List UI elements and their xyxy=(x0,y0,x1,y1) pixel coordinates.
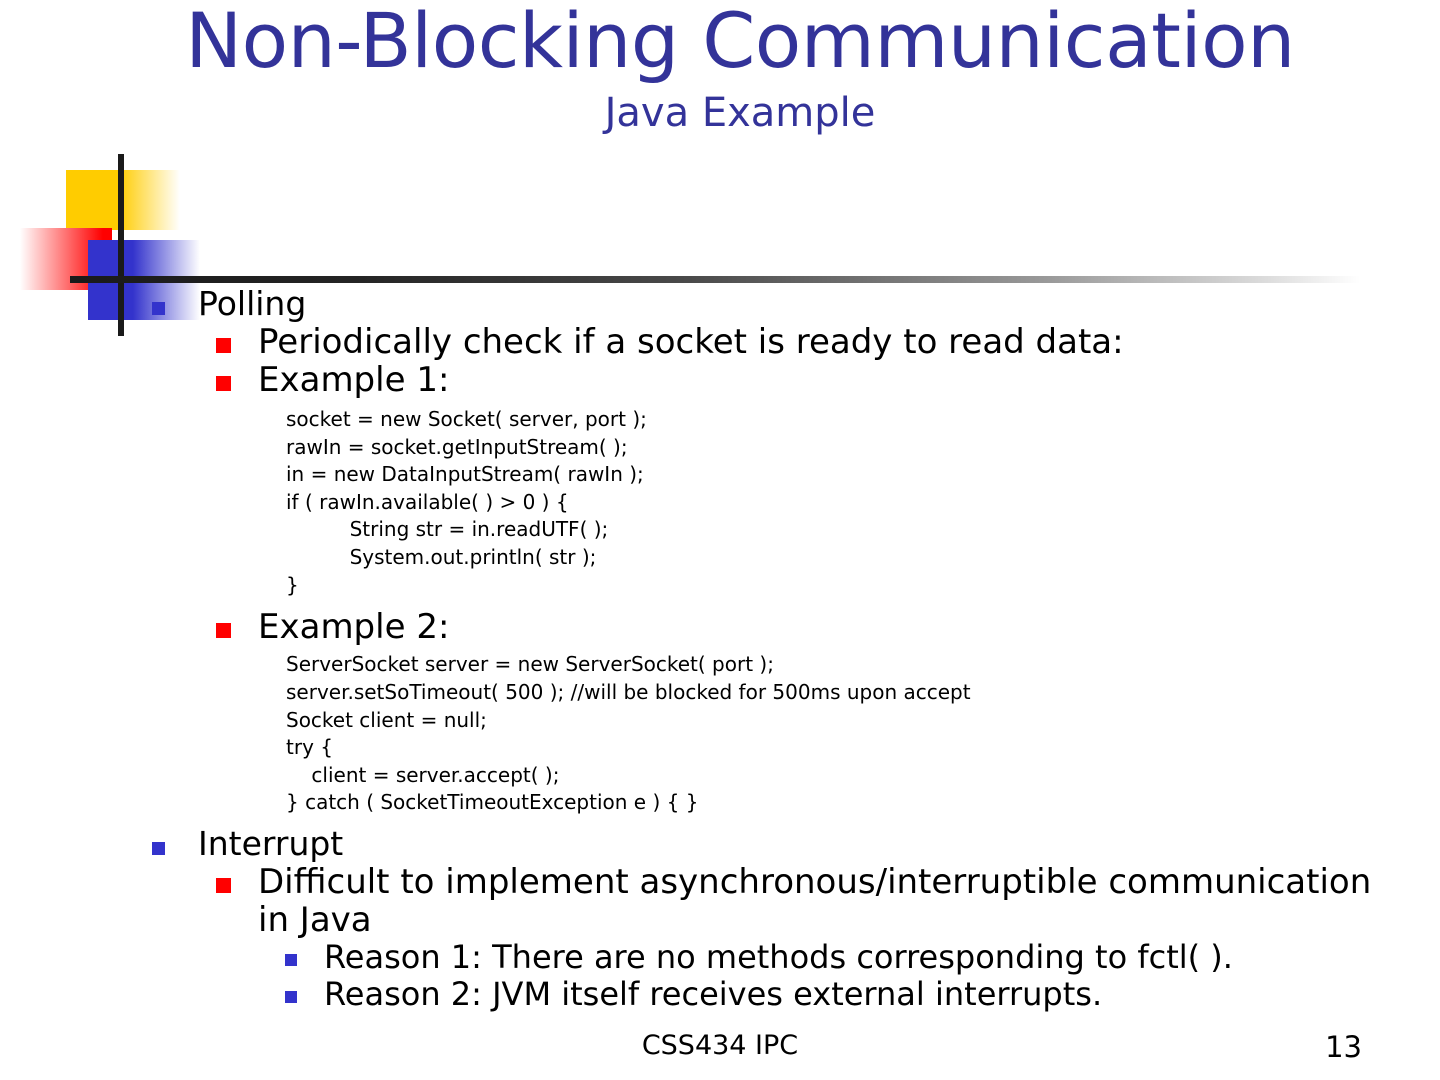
slide-title: Non-Blocking Communication xyxy=(185,0,1295,85)
code-block-example-2: ServerSocket server = new ServerSocket( … xyxy=(286,652,971,815)
bullet-example-2: Example 2: xyxy=(0,608,1440,646)
bullet-marker-level2-icon xyxy=(216,337,231,353)
bullet-marker-level3-icon xyxy=(285,954,297,967)
bullet-reason-1-label: Reason 1: There are no methods correspon… xyxy=(324,938,1233,977)
bullet-marker-level2-icon xyxy=(216,376,231,392)
bullet-reason-1: Reason 1: There are no methods correspon… xyxy=(0,939,1440,976)
bullet-periodically-check-label: Periodically check if a socket is ready … xyxy=(258,321,1124,362)
bullet-polling: Polling xyxy=(0,284,1440,323)
vertical-bar-icon xyxy=(118,154,124,336)
slide-footer: CSS434 IPC 13 xyxy=(0,1030,1440,1074)
slide-subtitle: Java Example xyxy=(604,89,876,136)
footer-course-label: CSS434 IPC xyxy=(641,1030,799,1061)
horizontal-divider-icon xyxy=(70,276,1360,283)
bullet-marker-level1-icon xyxy=(152,302,165,315)
bullet-reason-2: Reason 2: JVM itself receives external i… xyxy=(0,976,1440,1013)
title-block: Non-Blocking Communication Java Example xyxy=(0,0,1440,136)
slide-content: Polling Periodically check if a socket i… xyxy=(0,284,1440,1013)
bullet-difficult-implement-label: Difficult to implement asynchronous/inte… xyxy=(258,861,1372,940)
bullet-marker-level2-icon xyxy=(216,623,231,639)
bullet-marker-level2-icon xyxy=(216,877,231,893)
footer-page-number: 13 xyxy=(1325,1030,1362,1064)
bullet-example-1-label: Example 1: xyxy=(258,360,450,401)
bullet-polling-label: Polling xyxy=(198,284,307,323)
code-block-example-1: socket = new Socket( server, port ); raw… xyxy=(286,407,647,597)
bullet-example-2-label: Example 2: xyxy=(258,607,450,648)
bullet-marker-level3-icon xyxy=(285,990,297,1003)
bullet-example-1: Example 1: xyxy=(0,361,1440,399)
bullet-reason-2-label: Reason 2: JVM itself receives external i… xyxy=(324,974,1103,1013)
bullet-marker-level1-icon xyxy=(152,841,165,855)
slide-logo xyxy=(0,140,1360,340)
bullet-periodically-check: Periodically check if a socket is ready … xyxy=(0,323,1440,361)
bullet-interrupt: Interrupt xyxy=(0,823,1440,863)
bullet-interrupt-label: Interrupt xyxy=(198,823,344,863)
bullet-difficult-implement: Difficult to implement asynchronous/inte… xyxy=(0,863,1440,939)
